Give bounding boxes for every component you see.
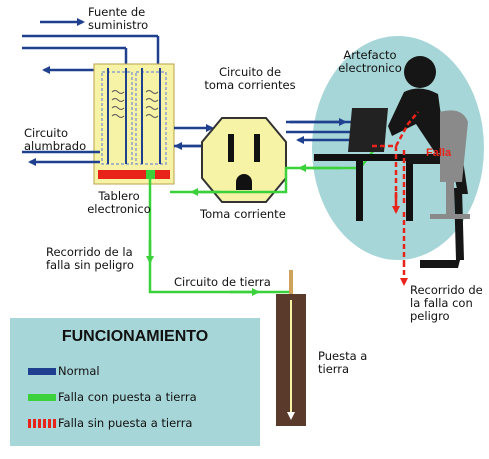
legend-item-ground-fault: Falla con puesta a tierra	[28, 390, 197, 404]
panel-box	[93, 63, 175, 185]
laptop	[348, 108, 388, 152]
label-fault-tag: Falla	[426, 147, 452, 159]
panel-ground-bar	[98, 170, 170, 179]
legend-swatch-no-ground-fault	[28, 419, 56, 428]
legend-item-normal: Normal	[28, 364, 100, 378]
no-ground-fault-path	[372, 111, 419, 206]
desk	[314, 154, 426, 221]
label-supply-source: Fuente de suministro	[88, 5, 149, 32]
label-grounding: Puesta a tierra	[318, 349, 368, 376]
supply-lines	[22, 18, 160, 74]
legend-panel: FUNCIONAMIENTO Normal Falla con puesta a…	[10, 318, 260, 446]
label-electronic-board: Tablero electronico	[87, 189, 151, 216]
legend-item-no-ground-fault: Falla sin puesta a tierra	[28, 416, 192, 430]
label-electronic-device: Artefacto electronico	[338, 48, 402, 75]
person	[388, 56, 468, 268]
chair	[430, 110, 470, 219]
label-outlet-circuit: Circuito de toma corrientes	[204, 65, 296, 92]
label-lighting-circuit: Circuito alumbrado	[24, 126, 87, 153]
ground-fault-path	[146, 149, 375, 296]
label-fault-path-safe: Recorrido de la falla sin peligro	[46, 245, 134, 272]
breakers	[101, 68, 167, 165]
label-outlet: Toma corriente	[200, 207, 286, 221]
legend-swatch-normal	[28, 368, 56, 375]
label-fault-path-danger: Recorrido de la falla con peligro	[410, 283, 483, 323]
lighting-lines	[22, 150, 100, 166]
device-bubble	[312, 36, 484, 260]
outlet-plate	[201, 117, 287, 203]
breaker-coils	[111, 90, 159, 118]
legend-title: FUNCIONAMIENTO	[61, 328, 209, 345]
label-ground-circuit: Circuito de tierra	[174, 275, 271, 289]
legend-swatch-ground-fault	[28, 394, 56, 401]
